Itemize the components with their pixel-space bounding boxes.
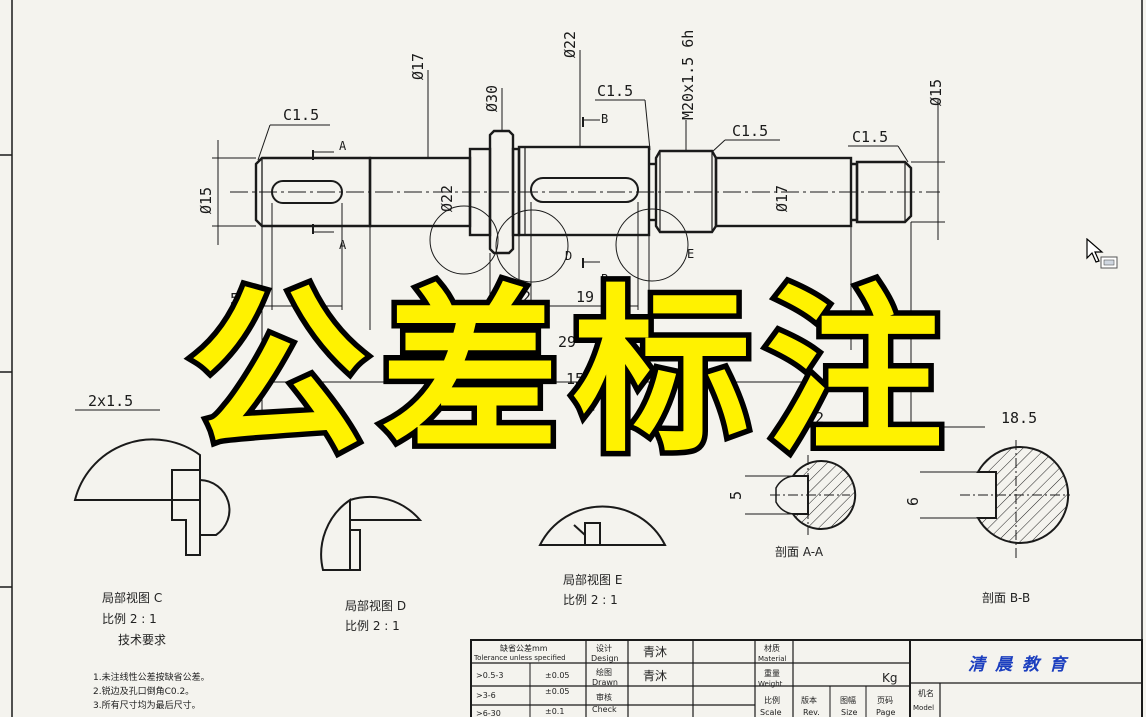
tb-tol-header-en: Tolerance unless specified (473, 654, 566, 662)
dim-c15-a: C1.5 (283, 106, 319, 124)
tb-scale-en: Scale (760, 708, 782, 717)
tb-drawn-cn: 绘图 (596, 667, 612, 677)
tb-size-en: Size (841, 708, 858, 717)
dim-c15-b: C1.5 (597, 82, 633, 100)
tb-tol-range-2: >3-6 (476, 691, 496, 700)
sec-a-top: A (339, 139, 347, 153)
tb-drawn-en: Drawn (592, 678, 618, 687)
dimension-texts: Ø17 Ø30 Ø22 M20x1.5 6h Ø15 Ø15 Ø22 Ø17 C… (88, 30, 1037, 506)
label-detail-c-scale: 比例 2 : 1 (102, 612, 157, 626)
detail-views (73, 438, 667, 571)
dim-6-bb: 6 (904, 497, 922, 506)
dim-12: 12 (806, 409, 824, 427)
tb-page-en: Page (876, 708, 895, 717)
tb-rev-cn: 版本 (801, 695, 817, 705)
tb-weight-cn: 重量 (764, 668, 780, 678)
tech-req-1: 1.未注线性公差按缺省公差。 (93, 671, 210, 683)
tb-check-cn: 审核 (596, 692, 612, 702)
label-d: D (565, 249, 572, 263)
section-aa (745, 455, 857, 535)
tb-material-cn: 材质 (764, 643, 780, 653)
label-detail-e-scale: 比例 2 : 1 (563, 593, 618, 607)
view-labels: 剖面 A-A 剖面 B-B 局部视图 C 比例 2 : 1 局部视图 D 比例 … (102, 545, 1030, 633)
dimension-lines (75, 50, 985, 440)
dim-d15-right: Ø15 (927, 79, 945, 106)
tech-req-3: 3.所有尺寸均为最后尺寸。 (93, 699, 201, 711)
tech-requirements: 技术要求 1.未注线性公差按缺省公差。 2.锐边及孔口倒角C0.2。 3.所有尺… (93, 633, 210, 711)
dim-5-aa: 5 (727, 491, 745, 500)
dim-19: 19 (576, 288, 594, 306)
dim-d22-top: Ø22 (561, 31, 579, 58)
dim-29: 29 (558, 333, 576, 351)
label-e: E (687, 247, 694, 261)
dim-c15-c: C1.5 (732, 122, 768, 140)
label-detail-d: 局部视图 D (345, 598, 406, 613)
tb-tol-val-2: ±0.05 (545, 687, 570, 696)
overlay-title-text: 公差标注 (184, 269, 957, 476)
label-section-bb: 剖面 B-B (982, 591, 1030, 605)
tb-tol-range-3: >6-30 (476, 709, 501, 717)
dim-18-5: 18.5 (1001, 409, 1037, 427)
tb-check-en: Check (592, 705, 617, 714)
tb-model-cn: 机名 (918, 688, 934, 698)
tb-company-logo: 清晨教育 (968, 655, 1076, 675)
label-section-aa: 剖面 A-A (775, 545, 824, 559)
dim-5: 5 (327, 333, 336, 351)
tb-page-cn: 页码 (877, 696, 893, 705)
tb-scale-cn: 比例 (764, 695, 780, 705)
tb-weight-en: Weight (758, 680, 783, 688)
tb-tol-val-3: ±0.1 (545, 707, 564, 716)
tb-drawn-value: 青沐 (643, 669, 667, 683)
tb-tol-val-1: ±0.05 (545, 671, 570, 680)
label-detail-c: 局部视图 C (102, 590, 162, 605)
sec-a-bottom: A (339, 238, 347, 252)
tb-design-value: 青沐 (643, 645, 667, 659)
dim-c15-d: C1.5 (852, 128, 888, 146)
sec-b-top: B (601, 112, 608, 126)
tech-req-title: 技术要求 (118, 633, 166, 647)
dim-chamfer: 2x1.5 (88, 392, 133, 410)
mouse-pointer-icon (1086, 238, 1118, 269)
label-detail-e: 局部视图 E (563, 572, 622, 587)
tb-weight-unit: Kg (882, 671, 898, 685)
dim-d15-left: Ø15 (197, 187, 215, 214)
dim-d17-mid: Ø17 (773, 185, 791, 212)
tb-design-en: Design (591, 654, 619, 663)
tb-design-cn: 设计 (596, 643, 612, 653)
tb-tol-header: 缺省公差mm (500, 643, 548, 653)
dim-11: 11 (297, 292, 315, 310)
label-detail-d-scale: 比例 2 : 1 (345, 619, 400, 633)
dim-d30: Ø30 (483, 85, 501, 112)
title-block-texts: 缺省公差mm Tolerance unless specified >0.5-3… (473, 643, 1076, 717)
tb-rev-en: Rev. (803, 708, 820, 717)
tb-size-cn: 图幅 (840, 695, 856, 705)
tb-material-en: Material (758, 655, 786, 663)
sec-b-bottom: B (601, 272, 608, 286)
dim-31: 31 (773, 333, 791, 351)
dim-2: 2 (522, 288, 531, 306)
dim-d22-mid: Ø22 (438, 185, 456, 212)
dim-d17-left: Ø17 (409, 53, 427, 80)
tb-tol-range-1: >0.5-3 (476, 671, 503, 680)
title-block (470, 639, 1143, 717)
section-bb (920, 440, 1070, 560)
tech-req-2: 2.锐边及孔口倒角C0.2。 (93, 685, 194, 697)
overlay-title: 公差标注 (0, 268, 1146, 478)
tb-model-en: Model (913, 704, 934, 712)
dim-154: 154 (566, 370, 593, 388)
dim-5-left: 5 (230, 290, 239, 308)
dim-thread: M20x1.5 6h (679, 30, 697, 120)
